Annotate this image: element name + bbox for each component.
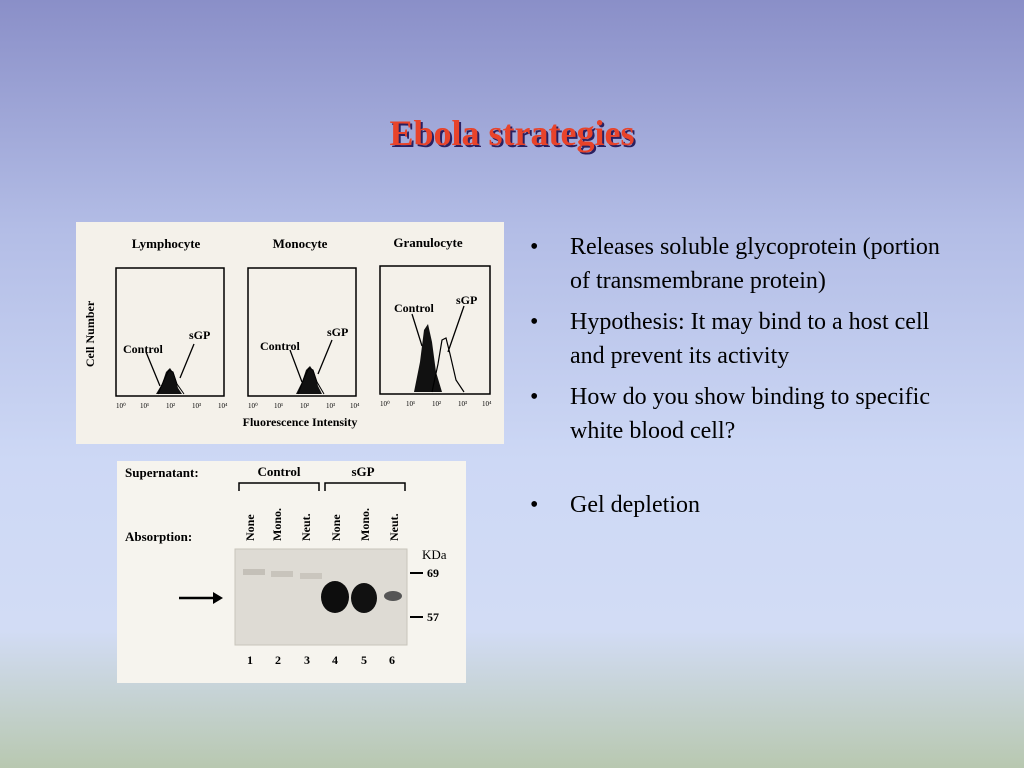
bullet-text: Releases soluble glycoprotein (portion o…	[570, 234, 940, 294]
tick-label: 10⁴	[218, 402, 228, 410]
lane-label: Mono.	[358, 508, 372, 541]
bullet-marker: •	[530, 384, 539, 410]
control-bracket	[238, 482, 320, 491]
tick-label: 10¹	[140, 402, 149, 410]
panel-title-monocyte: Monocyte	[273, 236, 328, 251]
kda-label: KDa	[422, 547, 447, 562]
bullet-item: • Hypothesis: It may bind to a host cell…	[530, 305, 950, 373]
lane-label: Mono.	[270, 508, 284, 541]
lane-numbers: 1 2 3 4 5 6	[247, 653, 395, 667]
monocyte-control-label: Control	[260, 339, 300, 353]
tick-label: 10²	[300, 402, 309, 410]
bullet-marker: •	[530, 309, 539, 335]
granulocyte-sgp-label: sGP	[456, 293, 477, 307]
tick-label: 10²	[432, 400, 441, 408]
tick-label: 10⁰	[248, 402, 258, 410]
tick-label: 10³	[326, 402, 335, 410]
granulocyte-histogram: Control sGP	[379, 265, 491, 395]
bullet-marker: •	[530, 492, 539, 518]
supernatant-label: Supernatant:	[125, 465, 199, 480]
marker-57-label: 57	[427, 610, 439, 624]
lane-number: 5	[361, 653, 367, 667]
marker-69-label: 69	[427, 566, 439, 580]
monocyte-sgp-label: sGP	[327, 325, 348, 339]
tick-label: 10⁰	[116, 402, 126, 410]
gel-depletion-figure: Supernatant: Control sGP None Mono. Neut…	[117, 461, 466, 683]
bullet-text: Hypothesis: It may bind to a host cell a…	[570, 309, 930, 369]
band-lane-1	[243, 569, 265, 575]
group-sgp-label: sGP	[351, 464, 374, 479]
lane-number: 4	[332, 653, 338, 667]
bullet-text: How do you show binding to specific whit…	[570, 384, 930, 444]
histogram-figure-svg: Lymphocyte Monocyte Granulocyte Cell Num…	[83, 235, 492, 429]
flow-cytometry-figure: Lymphocyte Monocyte Granulocyte Cell Num…	[76, 222, 504, 444]
sgp-bracket	[324, 482, 406, 491]
bullet-text: Gel depletion	[570, 492, 700, 518]
lane-label: Neut.	[387, 513, 401, 541]
tick-label: 10¹	[274, 402, 283, 410]
bullet-item: • Gel depletion	[530, 488, 950, 522]
bullet-item: • Releases soluble glycoprotein (portion…	[530, 230, 950, 298]
lymphocyte-histogram: Control sGP	[115, 267, 225, 397]
lymphocyte-control-label: Control	[123, 342, 163, 356]
lane-label: None	[243, 514, 257, 541]
tick-label: 10⁴	[350, 402, 360, 410]
tick-label: 10³	[458, 400, 467, 408]
gel-border	[234, 548, 408, 646]
panel-title-lymphocyte: Lymphocyte	[132, 236, 201, 251]
arrow-head	[213, 592, 223, 604]
x-axis-label: Fluorescence Intensity	[243, 415, 358, 429]
slide-title: Ebola strategies	[389, 113, 635, 153]
granulocyte-control-label: Control	[394, 301, 434, 315]
lane-number: 2	[275, 653, 281, 667]
tick-label: 10⁴	[482, 400, 492, 408]
lane-number: 1	[247, 653, 253, 667]
bullet-list: • Releases soluble glycoprotein (portion…	[530, 230, 950, 529]
lymphocyte-sgp-label: sGP	[189, 328, 210, 342]
tick-label: 10¹	[406, 400, 415, 408]
band-lane-6	[384, 591, 402, 601]
x-tick-labels: 10⁰ 10¹ 10² 10³ 10⁴ 10⁰ 10¹ 10² 10³ 10⁴ …	[116, 400, 492, 410]
band-lane-2	[271, 571, 293, 577]
monocyte-histogram: Control sGP	[247, 267, 357, 397]
band-lane-5	[351, 583, 377, 613]
band-lane-3	[300, 573, 322, 579]
tick-label: 10³	[192, 402, 201, 410]
lane-number: 6	[389, 653, 395, 667]
lane-label: Neut.	[299, 513, 313, 541]
group-control-label: Control	[257, 464, 300, 479]
y-axis-label: Cell Number	[83, 300, 97, 367]
lane-label: None	[329, 514, 343, 541]
tick-label: 10²	[166, 402, 175, 410]
gel-figure-svg: Supernatant: Control sGP None Mono. Neut…	[125, 464, 447, 667]
band-lane-4	[321, 581, 349, 613]
panel-title-granulocyte: Granulocyte	[393, 235, 463, 250]
tick-label: 10⁰	[380, 400, 390, 408]
bullet-marker: •	[530, 234, 539, 260]
lane-number: 3	[304, 653, 310, 667]
absorption-label: Absorption:	[125, 529, 192, 544]
bullet-item: • How do you show binding to specific wh…	[530, 380, 950, 448]
lane-labels: None Mono. Neut. None Mono. Neut.	[243, 508, 401, 541]
